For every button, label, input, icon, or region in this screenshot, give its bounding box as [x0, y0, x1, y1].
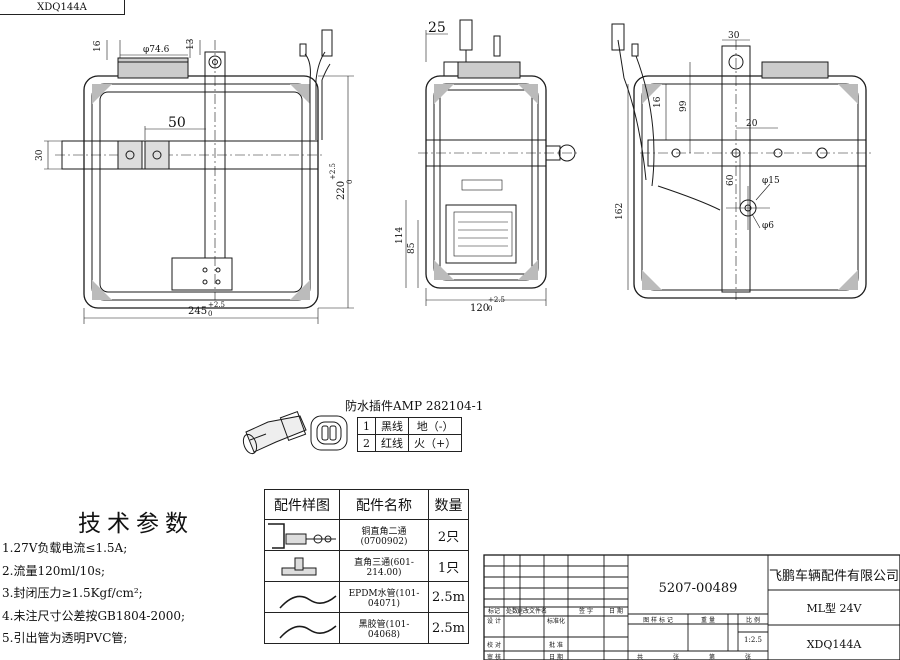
tech-item: 2.流量120ml/10s; [2, 563, 106, 578]
left-label-0: 设 计 [487, 617, 501, 625]
stage-label-0: 图 样 标 记 [643, 616, 673, 624]
dim-dia6: φ6 [762, 221, 774, 231]
dim-r20: 20 [746, 119, 758, 129]
connector-face-drawing [310, 415, 348, 451]
part-qty: 1只 [427, 550, 470, 582]
model-name: ML型 24V [806, 601, 862, 615]
mid-label-2: 日 期 [549, 653, 563, 660]
wire-table: 1 黑线 地（-） 2 红线 火（+） [357, 417, 463, 452]
stage-label-2: 比 例 [746, 616, 760, 624]
wire-row: 1 黑线 地（-） [357, 417, 463, 435]
wire-function: 火（+） [407, 434, 463, 452]
tech-item: 4.未注尺寸公差按GB1804-2000; [2, 608, 186, 623]
title-block-grid [483, 554, 900, 660]
parts-header-row: 配件样图 配件名称 数量 [264, 489, 470, 520]
wire-color: 红线 [375, 434, 409, 452]
left-label-2: 审 核 [487, 653, 501, 660]
dim-r99: 99 [679, 100, 689, 112]
row-label-3: 签 字 [579, 607, 593, 615]
part-picture [264, 550, 340, 582]
stage-label-1: 重 量 [701, 616, 715, 624]
connector-plug-drawing [242, 411, 307, 455]
dim-r162: 162 [615, 203, 625, 220]
dim-120-tol-low: 0 [488, 305, 492, 313]
rear-view [611, 23, 872, 300]
dim-r16: 16 [653, 96, 663, 108]
left-label-1: 校 对 [487, 641, 501, 649]
part-qty: 2.5m [427, 581, 470, 613]
col-qty: 数量 [427, 489, 470, 520]
part-name: 黑胶管(101-04068) [339, 612, 429, 644]
sheet-label-2: 第 [709, 653, 715, 660]
part-qty: 2.5m [427, 612, 470, 644]
dim-120-tol-up: +2.5 [488, 296, 505, 304]
rear-view-dim-text: 30 16 99 20 60 162 φ15 φ6 [615, 31, 780, 231]
front-view-dim-text: 16 13 φ74.6 50 30 220 +2.5 0 245 +2.5 0 [35, 38, 354, 318]
title-block-text: 5207-00489 飞鹏车辆配件有限公司 ML型 24V XDQ144A 1:… [487, 568, 899, 660]
part-picture [264, 519, 340, 551]
sheet-label-3: 张 [745, 653, 751, 660]
dim-120: 120 [470, 303, 489, 314]
side-view-dim-text: 25 114 85 120 +2.5 0 [395, 20, 505, 314]
dim-220-tol-low: 0 [346, 180, 354, 184]
sheet-label-0: 共 [637, 653, 643, 660]
mid-label-1: 批 准 [549, 641, 563, 649]
corner-tag: XDQ144A [0, 0, 125, 15]
dim-220-tol-up: +2.5 [329, 163, 337, 180]
dim-114: 114 [395, 227, 405, 244]
parts-row: 黑胶管(101-04068) 2.5m [264, 612, 470, 644]
part-name: EPDM水管(101-04071) [339, 581, 429, 613]
tech-params-list: 1.27V负载电流≤1.5A; 2.流量120ml/10s; 3.封闭压力≥1.… [2, 537, 185, 650]
dim-13: 13 [186, 38, 196, 50]
plug-title: 防水插件AMP 282104-1 [345, 399, 484, 413]
dim-r30: 30 [728, 31, 740, 41]
dim-dia74: φ74.6 [143, 45, 170, 55]
parts-row: EPDM水管(101-04071) 2.5m [264, 581, 470, 613]
dim-220: 220 [336, 181, 347, 200]
dim-85: 85 [407, 242, 417, 254]
scale-value: 1:2.5 [744, 636, 762, 644]
wire-no: 2 [357, 434, 376, 452]
dim-r60: 60 [726, 174, 736, 186]
col-sample: 配件样图 [264, 489, 340, 520]
row-label-1: 处数 [506, 607, 518, 615]
wire-row: 2 红线 火（+） [357, 434, 463, 452]
row-label-4: 日 期 [609, 607, 623, 615]
mid-label-0: 标准化 [547, 617, 565, 625]
tech-item: 5.引出管为透明PVC管; [2, 631, 128, 645]
company-name: 飞鹏车辆配件有限公司 [769, 568, 899, 584]
tech-params-title: 技术参数 [78, 511, 194, 537]
part-picture [264, 612, 340, 644]
dim-dia15: φ15 [762, 176, 780, 186]
dim-30: 30 [35, 149, 45, 161]
sheet-label-1: 张 [673, 653, 679, 660]
parts-row: 铜直角二通(0700902) 2只 [264, 519, 470, 551]
wire-function: 地（-） [407, 417, 463, 435]
dim-25: 25 [428, 20, 446, 36]
parts-table: 配件样图 配件名称 数量 铜直角二通(0700902) 2只 直角三通(601-… [264, 489, 470, 644]
parts-row: 直角三通(601-214.00) 1只 [264, 550, 470, 582]
part-qty: 2只 [427, 519, 470, 551]
dim-245-tol-low: 0 [208, 310, 212, 318]
tech-item: 3.封闭压力≥1.5Kgf/cm²; [2, 586, 143, 600]
row-label-2: 更改文件名 [517, 607, 547, 615]
dim-245-tol-up: +2.5 [208, 301, 225, 309]
part-code: XDQ144A [807, 638, 863, 651]
dim-50: 50 [168, 115, 186, 131]
side-view [405, 19, 580, 306]
row-label-0: 标记 [488, 607, 500, 615]
part-name: 铜直角二通(0700902) [339, 519, 429, 551]
part-name: 直角三通(601-214.00) [339, 550, 429, 582]
dim-245: 245 [188, 306, 207, 317]
drawing-number: 5207-00489 [659, 581, 738, 596]
wire-no: 1 [357, 417, 376, 435]
wire-color: 黑线 [375, 417, 409, 435]
col-name: 配件名称 [339, 489, 429, 520]
dim-16: 16 [93, 40, 103, 52]
part-picture [264, 581, 340, 613]
front-view [44, 29, 354, 324]
tech-item: 1.27V负载电流≤1.5A; [2, 541, 128, 555]
